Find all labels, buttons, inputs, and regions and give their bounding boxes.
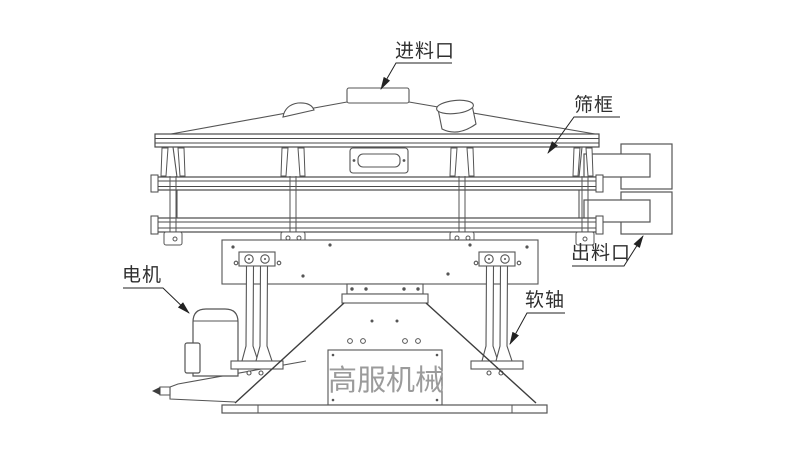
label-soft-shaft: 软轴 [525,290,566,311]
stand-trapezoid [234,302,537,404]
spring-assembly-left [230,251,284,376]
label-sieve-frame: 筛框 [574,95,615,116]
feed-inlet-port [346,87,410,104]
motor-terminal-box [184,342,201,374]
rim-flange [154,133,600,148]
brand-panel [327,349,443,406]
center-mount [341,283,429,304]
nozzle-tip [152,387,160,395]
label-discharge-outlet: 出料口 [571,243,632,264]
brand-watermark: 高服机械 [328,364,445,397]
clamp-rods [160,147,595,246]
leader-motor [123,287,190,314]
nameplate [349,147,409,174]
leader-feed-inlet [380,62,452,90]
lid-vent-left [282,102,315,118]
leader-sieve-frame [547,116,620,154]
label-feed-inlet: 进料口 [395,41,456,62]
flange-band-1 [150,174,604,193]
leader-lines [123,62,644,345]
base-plate [221,404,548,414]
vent-cylinder [436,99,477,133]
motor [184,308,239,377]
lid-left-slope [159,101,348,137]
grease-nozzle [159,386,171,396]
flange-band-2 [150,215,604,235]
lid-group [159,87,596,137]
label-motor: 电机 [122,265,163,286]
discharge-outlet-top [583,143,673,190]
drum-body [172,146,583,218]
leader-soft-shaft [509,312,565,345]
leader-discharge [572,235,644,267]
